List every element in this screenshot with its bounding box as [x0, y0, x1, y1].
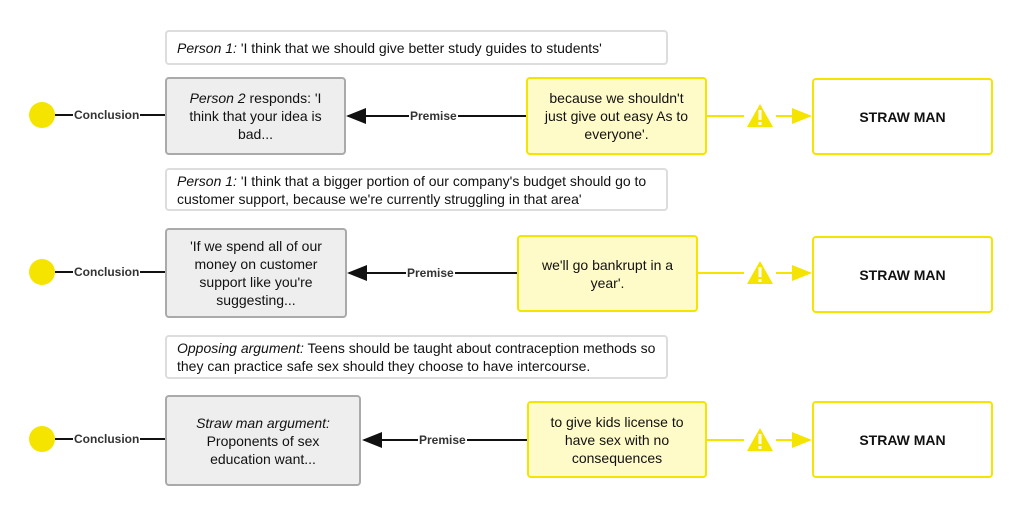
verdict-box: STRAW MAN [812, 78, 993, 155]
premise-label: Premise [406, 266, 455, 280]
conclusion-speaker: Person 2 [189, 90, 246, 106]
conclusion-label: Conclusion [73, 108, 141, 122]
start-node [29, 259, 55, 285]
note-text: 'I think that we should give better stud… [236, 39, 602, 56]
conclusion-box: Straw man argument:Proponents of sex edu… [165, 395, 361, 486]
verdict-box: STRAW MAN [812, 401, 993, 478]
note-speaker: Person 1: [177, 172, 237, 189]
context-note: Person 1: 'I think that we should give b… [165, 30, 668, 65]
conclusion-box: 'If we spend all of our money on custome… [165, 228, 347, 318]
premise-box: to give kids license to have sex with no… [527, 401, 707, 478]
premise-label: Premise [409, 109, 458, 123]
conclusion-box: Person 2 responds: 'I think that your id… [165, 77, 346, 155]
premise-label: Premise [418, 433, 467, 447]
conclusion-label: Conclusion [73, 265, 141, 279]
premise-box: because we shouldn't just give out easy … [526, 77, 707, 155]
conclusion-label: Conclusion [73, 432, 141, 446]
start-node [29, 426, 55, 452]
note-speaker: Person 1: [177, 39, 237, 56]
note-text: 'I think that a bigger portion of our co… [177, 172, 647, 207]
note-speaker: Opposing argument: [177, 340, 304, 356]
verdict-box: STRAW MAN [812, 236, 993, 313]
conclusion-text: responds: 'I think that your idea is bad… [189, 90, 322, 142]
context-note: Opposing argument: Teens should be taugh… [165, 335, 668, 379]
note-text: Teens should be taught about contracepti… [177, 340, 656, 374]
context-note: Person 1: 'I think that a bigger portion… [165, 168, 668, 211]
premise-box: we'll go bankrupt in a year'. [517, 235, 698, 312]
conclusion-speaker: Straw man argument: [196, 414, 330, 431]
warning-icon [747, 104, 773, 451]
conclusion-text: Proponents of sex education want... [206, 432, 320, 467]
start-node [29, 102, 55, 128]
